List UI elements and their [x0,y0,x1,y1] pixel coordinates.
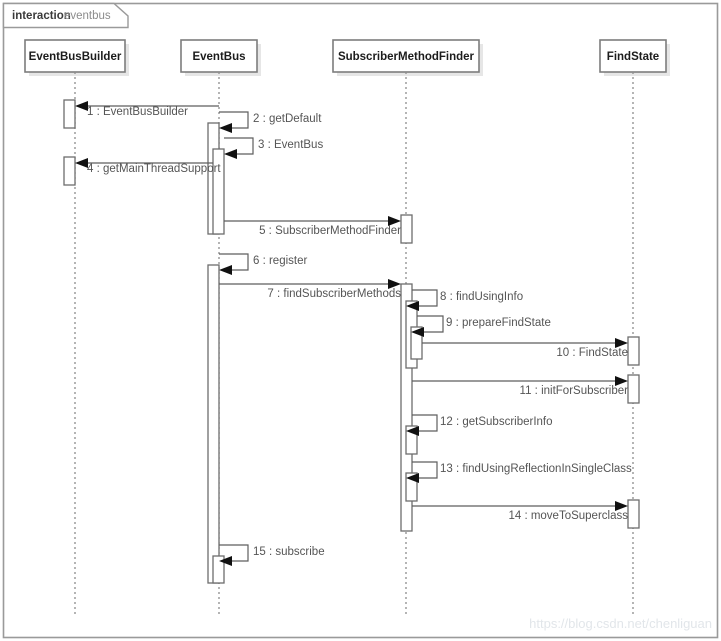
message-3-eventbus[interactable]: 3 : EventBus [224,137,323,159]
lifeline-label-eventbus: EventBus [192,51,245,63]
activation-findstate-constructor [627,336,640,366]
message-8-findusinginfo[interactable]: 8 : findUsingInfo [406,289,523,311]
message-9-label: 9 : prepareFindState [446,317,551,329]
message-13-findusingreflectioninsingleclass[interactable]: 13 : findUsingReflectionInSingleClass [406,461,632,483]
message-7-findsubscribermethods[interactable]: 7 : findSubscriberMethods [219,279,401,300]
activation-eventbusbuilder-1 [63,99,76,129]
frame-name-label: eventbus [64,10,111,22]
activation-findstate-initforsubscriber [627,374,640,404]
message-12-label: 12 : getSubscriberInfo [440,416,553,428]
activation-findstate-movetosuperclass [627,499,640,529]
lifeline-label-findstate: FindState [607,51,659,63]
message-10-label: 10 : FindState [556,347,628,359]
activation-eventbus-subscribe [212,555,225,584]
message-14-movetosuperclass[interactable]: 14 : moveToSuperclass [412,501,628,522]
activation-eventbusbuilder-2 [63,156,76,186]
message-10-findstate[interactable]: 10 : FindState [422,338,628,359]
message-6-register[interactable]: 6 : register [219,253,307,275]
message-9-preparefindstate[interactable]: 9 : prepareFindState [411,315,551,337]
lifeline-label-eventbusbuilder: EventBusBuilder [29,51,122,63]
lifeline-head-subscribermethodfinder[interactable] [332,39,480,73]
message-11-initforsubscriber[interactable]: 11 : initForSubscriber [412,376,628,397]
activation-smf-findsubscribermethods [400,283,413,532]
message-1-label: 1 : EventBusBuilder [87,106,188,118]
activation-smf-findusingreflection [405,472,418,502]
message-7-label: 7 : findSubscriberMethods [267,288,401,300]
frame-tab-shape [2,2,129,29]
message-5-subscribermethodfinder[interactable]: 5 : SubscriberMethodFinder [224,216,401,237]
message-4-getmainthreadsupport[interactable]: 4 : getMainThreadSupport [75,158,221,175]
message-3-label: 3 : EventBus [258,139,323,151]
activation-eventbus-constructor [212,148,225,235]
frame-kind-label: interaction [12,10,71,22]
message-4-label: 4 : getMainThreadSupport [87,163,221,175]
message-14-label: 14 : moveToSuperclass [508,510,628,522]
message-2-getdefault[interactable]: 2 : getDefault [219,111,322,133]
activation-smf-constructor [400,214,413,244]
activation-eventbus-register [207,264,220,584]
message-15-label: 15 : subscribe [253,546,325,558]
activation-smf-getsubscriberinfo [405,425,418,455]
message-12-getsubscriberinfo[interactable]: 12 : getSubscriberInfo [406,414,553,436]
message-1-eventbusbuilder[interactable]: 1 : EventBusBuilder [75,101,219,118]
message-8-label: 8 : findUsingInfo [440,291,523,303]
watermark-text: https://blog.csdn.net/chenliguan [529,616,712,631]
lifeline-label-subscribermethodfinder: SubscriberMethodFinder [338,51,475,63]
message-6-label: 6 : register [253,255,307,267]
message-2-label: 2 : getDefault [253,113,322,125]
message-13-label: 13 : findUsingReflectionInSingleClass [440,463,632,475]
message-5-label: 5 : SubscriberMethodFinder [259,225,401,237]
message-15-subscribe[interactable]: 15 : subscribe [219,544,325,566]
message-11-label: 11 : initForSubscriber [520,385,629,397]
